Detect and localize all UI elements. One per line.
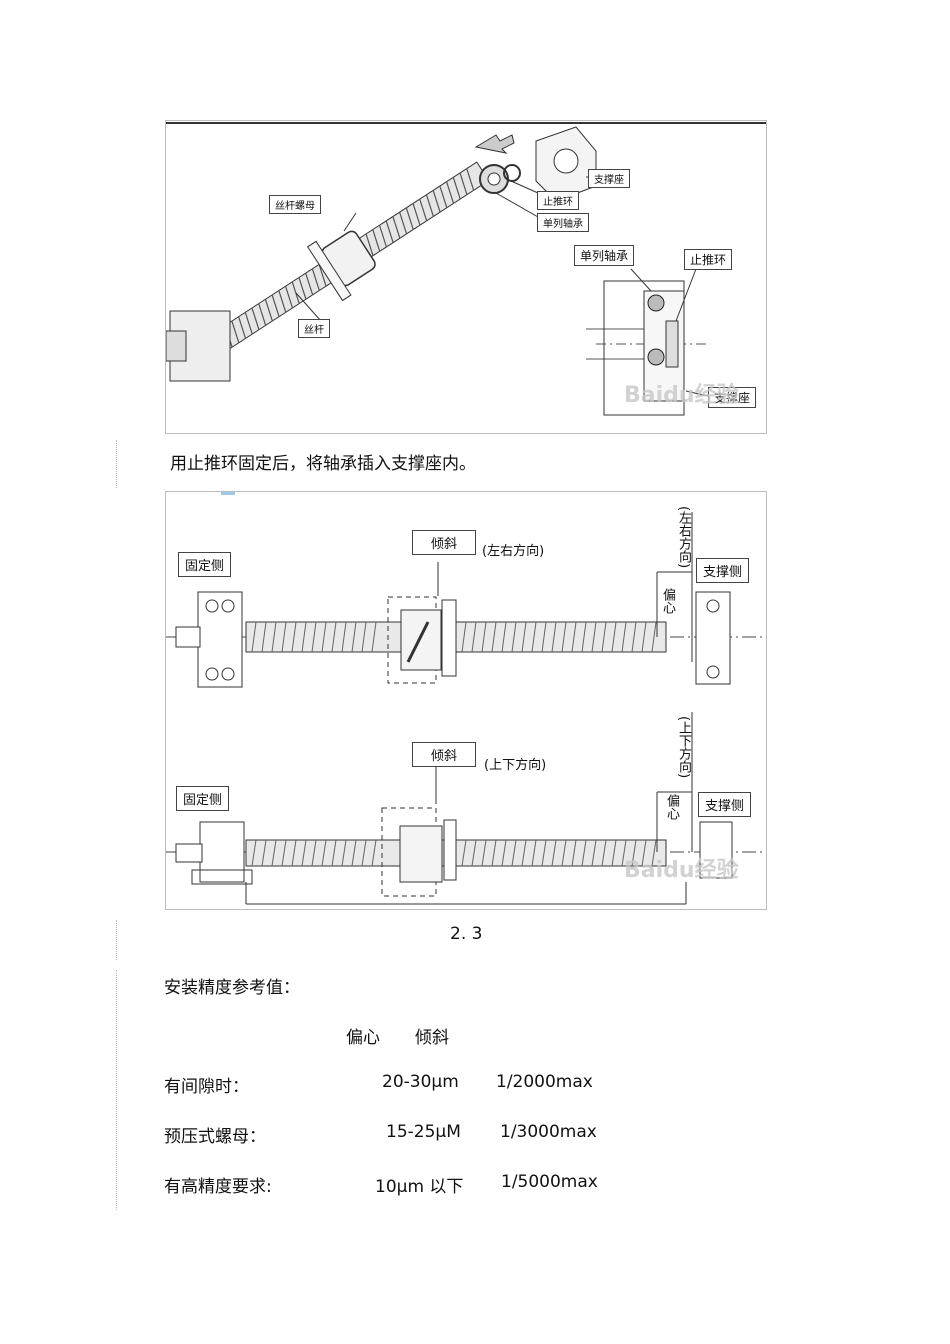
label-fixed-side-top: 固定侧	[178, 552, 232, 577]
label-stop-ring-detail: 止推环	[684, 249, 733, 270]
precision-row-label: 有高精度要求:	[164, 1177, 272, 1197]
margin-mark	[116, 970, 121, 1210]
figure-number: 2. 3	[450, 924, 483, 944]
label-bearing: 单列轴承	[537, 213, 589, 232]
watermark: Baidu经验	[624, 858, 739, 883]
precision-row-ecc: 15-25μM	[386, 1122, 461, 1142]
figure1-drawing	[166, 122, 766, 416]
margin-mark	[116, 440, 121, 488]
label-support-seat: 支撑座	[588, 169, 630, 188]
label-bearing-detail: 单列轴承	[574, 245, 635, 266]
label-ecc-bottom: 偏心	[664, 794, 679, 820]
figure-ball-screw-assembly: 丝杆螺母 丝杆 止推环 单列轴承 支撑座 单列轴承 止推环 支撑座 Baidu经…	[165, 120, 767, 434]
precision-col-ecc: 偏心	[346, 1028, 380, 1048]
figure2-drawing	[166, 492, 766, 905]
margin-mark	[116, 920, 121, 960]
precision-row-tilt: 1/5000max	[501, 1172, 598, 1192]
precision-row-label: 预压式螺母：	[164, 1127, 266, 1147]
precision-title: 安装精度参考值：	[164, 978, 300, 998]
label-ecc-dir-top: (左右方向)	[676, 506, 691, 569]
precision-row-label: 有间隙时：	[164, 1077, 249, 1097]
label-ecc-dir-bottom: (上下方向)	[676, 716, 691, 779]
label-tilt-dir-bottom: (上下方向)	[484, 758, 547, 773]
label-support-side-bottom: 支撑侧	[698, 792, 752, 817]
label-support-side-top: 支撑侧	[696, 558, 750, 583]
label-tilt-dir-top: (左右方向)	[482, 544, 545, 559]
label-fixed-side-bottom: 固定侧	[176, 786, 230, 811]
label-support-seat-detail: 支撑座	[708, 387, 757, 408]
precision-row-ecc: 10μm 以下	[375, 1177, 464, 1197]
label-screw-nut: 丝杆螺母	[269, 195, 321, 214]
label-stop-ring: 止推环	[537, 191, 579, 210]
precision-row-tilt: 1/2000max	[496, 1072, 593, 1092]
precision-row-tilt: 1/3000max	[500, 1122, 597, 1142]
caption-1: 用止推环固定后，将轴承插入支撑座内。	[170, 454, 476, 474]
figure-alignment-precision: 固定侧 支撑侧 倾斜 (左右方向) 偏心 (左右方向) 固定侧 支撑侧 倾斜 (…	[165, 491, 767, 910]
label-tilt-top: 倾斜	[412, 530, 477, 555]
label-tilt-bottom: 倾斜	[412, 742, 477, 767]
label-ecc-top: 偏心	[660, 588, 675, 614]
watermark: Baidu经验	[624, 383, 739, 408]
precision-col-tilt: 倾斜	[415, 1028, 449, 1048]
label-screw: 丝杆	[298, 319, 330, 338]
precision-row-ecc: 20-30μm	[382, 1072, 459, 1092]
